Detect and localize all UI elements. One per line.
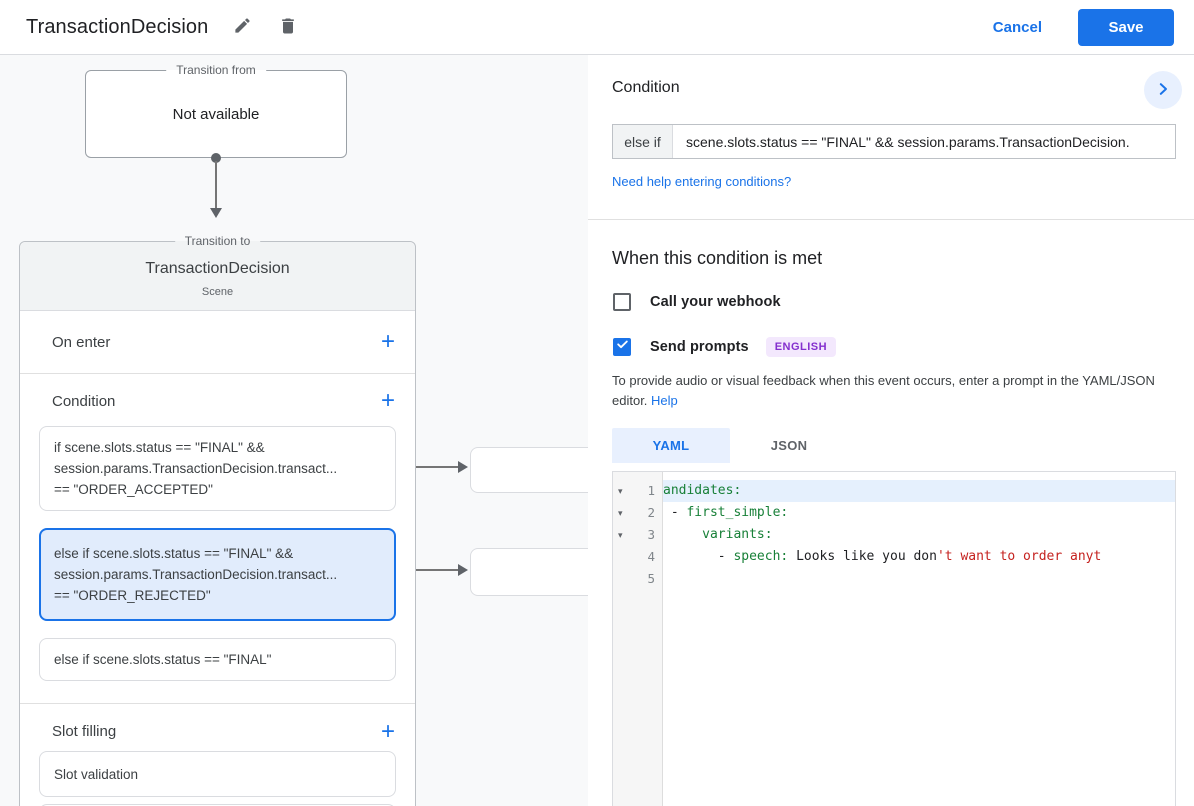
add-slot-button[interactable]: +: [380, 717, 395, 745]
section-divider: [20, 703, 415, 704]
top-bar: TransactionDecision Cancel Save: [0, 0, 1194, 55]
condition-operator-label: else if: [613, 125, 673, 158]
cancel-button[interactable]: Cancel: [992, 18, 1042, 36]
fold-arrow-icon[interactable]: ▾: [618, 486, 623, 496]
condition-card[interactable]: else if scene.slots.status == "FINAL": [39, 638, 396, 681]
code-token: first_simple:: [686, 505, 789, 520]
chevron-right-icon: [1154, 80, 1172, 101]
prompt-feedback-description: To provide audio or visual feedback when…: [612, 371, 1170, 411]
transition-to-legend: Transition to: [174, 234, 261, 248]
fold-arrow-icon[interactable]: ▾: [618, 508, 623, 518]
gutter-line: ▾1: [613, 480, 662, 502]
slot-validation-card[interactable]: Slot validation: [39, 751, 396, 797]
checkmark-icon: [616, 338, 629, 356]
slot-filling-section-header: Slot filling +: [20, 704, 415, 751]
code-token: speech:: [733, 549, 789, 564]
line-number: 1: [647, 483, 655, 498]
condition-editor-panel: Condition else if Need help entering con…: [588, 55, 1194, 806]
transition-from-content: Not available: [172, 105, 260, 123]
send-prompts-checkbox[interactable]: [613, 338, 631, 356]
code-line[interactable]: andidates:: [663, 480, 1175, 502]
connector-line: [400, 569, 458, 571]
connector-line: [215, 161, 217, 209]
code-line[interactable]: variants:: [663, 524, 1175, 546]
line-number: 5: [647, 571, 655, 586]
arrow-down-icon: [210, 208, 222, 218]
connector-dot: [211, 153, 221, 163]
gutter-line: 4: [613, 546, 662, 568]
editor-code-area[interactable]: andidates: - first_simple: variants: - s…: [663, 472, 1175, 806]
condition-label: Condition: [52, 392, 116, 410]
slot-filling-label: Slot filling: [52, 723, 117, 740]
code-token: -: [663, 549, 734, 564]
on-enter-label: On enter: [52, 333, 111, 351]
line-number: 4: [647, 549, 655, 564]
language-badge: ENGLISH: [765, 337, 837, 357]
transition-from-box: Transition from Not available: [85, 63, 347, 158]
webhook-row: Call your webhook: [613, 293, 1170, 311]
arrow-right-icon: [458, 564, 468, 576]
send-prompts-label: Send prompts: [650, 339, 749, 355]
code-token: andidates:: [663, 483, 742, 498]
condition-expression-row: else if: [612, 124, 1176, 159]
tab-yaml[interactable]: YAML: [612, 428, 730, 463]
delete-scene-button[interactable]: [276, 15, 300, 39]
edit-title-button[interactable]: [230, 15, 254, 39]
scene-card: Transition to TransactionDecision Scene …: [19, 234, 416, 806]
condition-section-header: Condition +: [20, 374, 415, 422]
transition-target-box[interactable]: [470, 548, 588, 596]
gutter-line: ▾2: [613, 502, 662, 524]
plus-icon: +: [380, 717, 395, 745]
connector-line: [400, 466, 458, 468]
when-condition-met-title: When this condition is met: [612, 248, 823, 268]
code-token: -: [663, 505, 687, 520]
page-title: TransactionDecision: [26, 15, 209, 38]
transition-from-legend: Transition from: [166, 63, 266, 77]
condition-expression-input[interactable]: [673, 125, 1175, 158]
pencil-icon: [233, 16, 252, 38]
condition-card-selected[interactable]: else if scene.slots.status == "FINAL" &&…: [39, 528, 396, 621]
scene-diagram-canvas: Transition from Not available Transition…: [0, 55, 588, 806]
code-token: [663, 527, 702, 542]
conditions-help-link[interactable]: Need help entering conditions?: [612, 174, 792, 189]
gutter-line: ▾3: [613, 524, 662, 546]
tab-json[interactable]: JSON: [770, 438, 808, 453]
code-token: variants:: [702, 527, 773, 542]
trash-icon: [278, 16, 298, 39]
arrow-right-icon: [458, 461, 468, 473]
help-link[interactable]: Help: [651, 393, 678, 408]
code-line[interactable]: [663, 568, 1175, 590]
slot-card-list: Slot validation: [20, 751, 415, 797]
gutter-line: 5: [613, 568, 662, 590]
transition-target-box[interactable]: [470, 447, 588, 493]
on-enter-section: On enter +: [20, 311, 415, 374]
scene-name: TransactionDecision: [145, 260, 290, 277]
collapse-panel-button[interactable]: [1144, 71, 1182, 109]
call-webhook-checkbox[interactable]: [613, 293, 631, 311]
code-token: Looks like you don: [788, 549, 937, 564]
send-prompts-row: Send prompts ENGLISH: [613, 337, 1170, 357]
code-line[interactable]: - first_simple:: [663, 502, 1175, 524]
scene-card-header: TransactionDecision Scene: [20, 242, 415, 311]
plus-icon: +: [380, 387, 395, 414]
panel-title: Condition: [612, 79, 680, 96]
add-condition-button[interactable]: +: [381, 389, 395, 413]
description-text: To provide audio or visual feedback when…: [612, 373, 1155, 408]
call-webhook-label: Call your webhook: [650, 294, 781, 310]
line-number: 2: [647, 505, 655, 520]
save-button[interactable]: Save: [1078, 8, 1174, 46]
add-on-enter-button[interactable]: +: [381, 330, 395, 354]
condition-card-list: if scene.slots.status == "FINAL" &&sessi…: [20, 426, 415, 681]
code-line[interactable]: - speech: Looks like you don't want to o…: [663, 546, 1175, 568]
panel-divider: [588, 219, 1194, 220]
editor-tabs: YAML JSON: [612, 428, 1194, 463]
line-number: 3: [647, 527, 655, 542]
condition-card[interactable]: if scene.slots.status == "FINAL" &&sessi…: [39, 426, 396, 511]
code-token: 't want to order anyt: [936, 549, 1102, 564]
scene-type-label: Scene: [201, 286, 234, 298]
fold-arrow-icon[interactable]: ▾: [618, 530, 623, 540]
plus-icon: +: [380, 328, 395, 355]
